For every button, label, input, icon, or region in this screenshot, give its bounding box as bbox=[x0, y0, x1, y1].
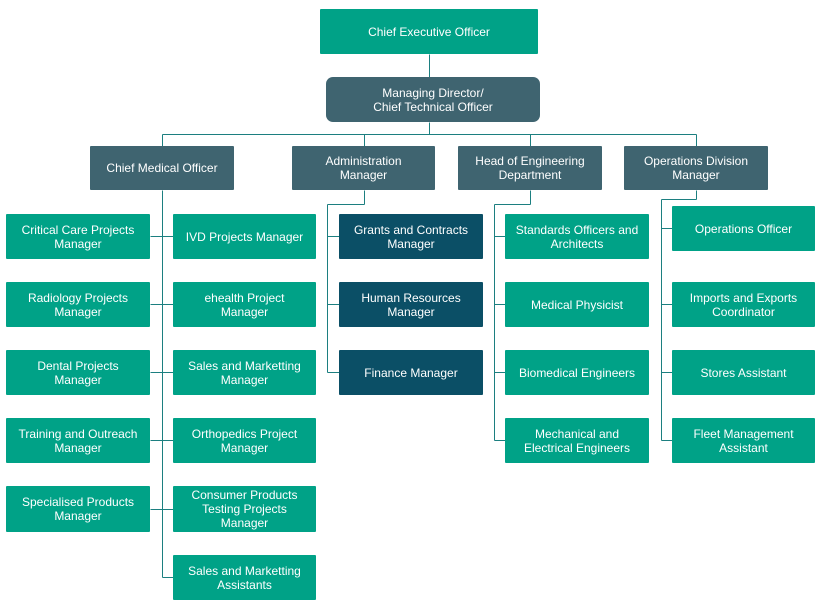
mechanical-and-electrical-engineers-box: Mechanical and Electrical Engineers bbox=[505, 418, 649, 463]
imports-and-exports-coordinator-box: Imports and Exports Coordinator bbox=[672, 282, 815, 327]
dental-projects-manager-box: Dental Projects Manager bbox=[6, 350, 150, 395]
specialised-products-manager-box: Specialised Products Manager bbox=[6, 486, 150, 532]
orthopedics-project-manager-box: Orthopedics Project Manager bbox=[173, 418, 316, 463]
training-and-outreach-manager-box: Training and Outreach Manager bbox=[6, 418, 150, 463]
operations-officer-box: Operations Officer bbox=[672, 206, 815, 251]
ehealth-project-manager-box: ehealth Project Manager bbox=[173, 282, 316, 327]
medical-physicist-box: Medical Physicist bbox=[505, 282, 649, 327]
ceo-box: Chief Executive Officer bbox=[320, 9, 538, 54]
grants-and-contracts-manager-box: Grants and Contracts Manager bbox=[339, 214, 483, 259]
biomedical-engineers-box: Biomedical Engineers bbox=[505, 350, 649, 395]
fleet-management-assistant-box: Fleet Management Assistant bbox=[672, 418, 815, 463]
human-resources-manager-box: Human Resources Manager bbox=[339, 282, 483, 327]
stores-assistant-box: Stores Assistant bbox=[672, 350, 815, 395]
chief-medical-officer-box: Chief Medical Officer bbox=[90, 146, 234, 190]
critical-care-projects-manager-box: Critical Care Projects Manager bbox=[6, 214, 150, 259]
finance-manager-box: Finance Manager bbox=[339, 350, 483, 395]
consumer-products-testing-projects-manager-box: Consumer Products Testing Projects Manag… bbox=[173, 486, 316, 532]
administration-manager-box: Administration Manager bbox=[292, 146, 435, 190]
ivd-projects-manager-box: IVD Projects Manager bbox=[173, 214, 316, 259]
operations-division-manager-box: Operations Division Manager bbox=[624, 146, 768, 190]
sales-and-marketting-assistants-box: Sales and Marketting Assistants bbox=[173, 555, 316, 600]
managing-director-box: Managing Director/ Chief Technical Offic… bbox=[326, 77, 540, 122]
head-of-engineering-box: Head of Engineering Department bbox=[458, 146, 602, 190]
standards-officers-and-architects-box: Standards Officers and Architects bbox=[505, 214, 649, 259]
radiology-projects-manager-box: Radiology Projects Manager bbox=[6, 282, 150, 327]
sales-and-marketting-manager-box: Sales and Marketting Manager bbox=[173, 350, 316, 395]
